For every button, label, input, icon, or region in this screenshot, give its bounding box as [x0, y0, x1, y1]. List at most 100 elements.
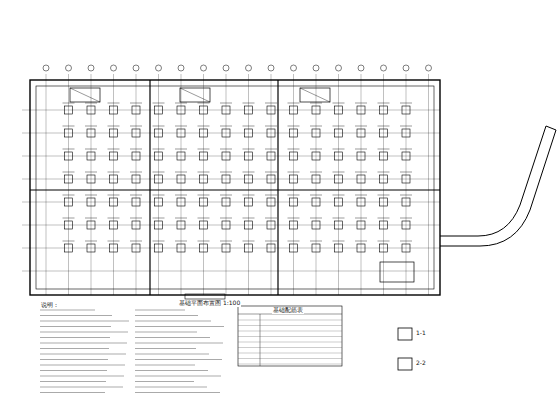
grid-line — [310, 103, 322, 104]
pad-footing — [267, 152, 275, 160]
grid-line — [238, 325, 342, 326]
pad-footing — [312, 221, 320, 229]
grid-line — [400, 218, 412, 219]
pad-footing — [380, 244, 388, 252]
pad-footing — [65, 106, 73, 114]
grid-line — [226, 74, 227, 295]
axis-bubble — [291, 65, 297, 71]
pad-footing — [335, 175, 343, 183]
pad-footing — [110, 152, 118, 160]
axis-bubble — [336, 65, 342, 71]
grid-line — [153, 195, 165, 196]
grid-line — [198, 241, 210, 242]
grid-line — [135, 387, 207, 388]
grid-line — [333, 218, 345, 219]
pad-footing — [245, 198, 253, 206]
grid-line — [181, 74, 182, 295]
pad-footing — [110, 198, 118, 206]
drawing-title: 基础平面布置图 1:100 — [178, 300, 241, 307]
grid-line — [153, 172, 165, 173]
grid-line — [135, 337, 210, 338]
pad-footing — [155, 106, 163, 114]
axis-bubble — [223, 65, 229, 71]
grid-line — [40, 343, 127, 344]
note-label: 说明： — [40, 302, 60, 309]
grid-line — [108, 103, 120, 104]
pad-footing — [402, 106, 410, 114]
grid-line — [153, 218, 165, 219]
pad-footing — [267, 221, 275, 229]
grid-line — [40, 332, 128, 333]
pad-footing — [155, 129, 163, 137]
grid-line — [40, 310, 95, 311]
pad-footing — [335, 198, 343, 206]
pad-footing — [65, 175, 73, 183]
pad-footing — [402, 198, 410, 206]
grid-line — [355, 172, 367, 173]
grid-line — [378, 241, 390, 242]
pad-footing — [245, 221, 253, 229]
grid-line — [63, 103, 75, 104]
pad-footing — [110, 129, 118, 137]
pad-footing — [200, 106, 208, 114]
grid-line — [243, 172, 255, 173]
grid-line — [400, 241, 412, 242]
grid-line — [130, 149, 142, 150]
pad-footing — [312, 129, 320, 137]
pad-footing — [177, 198, 185, 206]
grid-line — [153, 149, 165, 150]
pad-footing — [177, 152, 185, 160]
grid-line — [238, 342, 342, 343]
pad-footing — [177, 244, 185, 252]
pad-footing — [312, 244, 320, 252]
grid-line — [175, 195, 187, 196]
grid-line — [203, 74, 204, 295]
pad-footing — [380, 198, 388, 206]
grid-line — [220, 218, 232, 219]
pad-footing — [357, 106, 365, 114]
pad-footing — [312, 175, 320, 183]
axis-bubble — [403, 65, 409, 71]
grid-line — [40, 359, 108, 360]
grid-line — [378, 172, 390, 173]
grid-line — [130, 172, 142, 173]
grid-line — [85, 149, 97, 150]
grid-line — [130, 103, 142, 104]
pad-footing — [155, 175, 163, 183]
grid-line — [355, 126, 367, 127]
grid-line — [355, 149, 367, 150]
pad-footing — [155, 244, 163, 252]
pad-footing — [402, 244, 410, 252]
grid-line — [333, 126, 345, 127]
pad-footing — [132, 106, 140, 114]
grid-line — [63, 172, 75, 173]
grid-line — [85, 218, 97, 219]
grid-line — [355, 103, 367, 104]
pad-footing — [132, 152, 140, 160]
pad-footing — [132, 244, 140, 252]
pad-footing — [290, 129, 298, 137]
pad-footing — [155, 152, 163, 160]
pad-footing — [402, 129, 410, 137]
pad-footing — [132, 221, 140, 229]
grid-line — [310, 172, 322, 173]
pad-footing — [87, 221, 95, 229]
pad-footing — [290, 175, 298, 183]
grid-line — [243, 218, 255, 219]
grid-line — [175, 172, 187, 173]
grid-line — [333, 241, 345, 242]
pad-footing — [65, 129, 73, 137]
pad-footing — [402, 152, 410, 160]
pad-footing — [267, 175, 275, 183]
axis-bubble — [268, 65, 274, 71]
pad-footing — [312, 152, 320, 160]
grid-line — [108, 195, 120, 196]
grid-line — [378, 126, 390, 127]
grid-line — [108, 218, 120, 219]
grid-line — [238, 358, 342, 359]
grid-line — [400, 172, 412, 173]
pad-footing — [87, 106, 95, 114]
pad-footing — [110, 244, 118, 252]
grid-line — [400, 195, 412, 196]
